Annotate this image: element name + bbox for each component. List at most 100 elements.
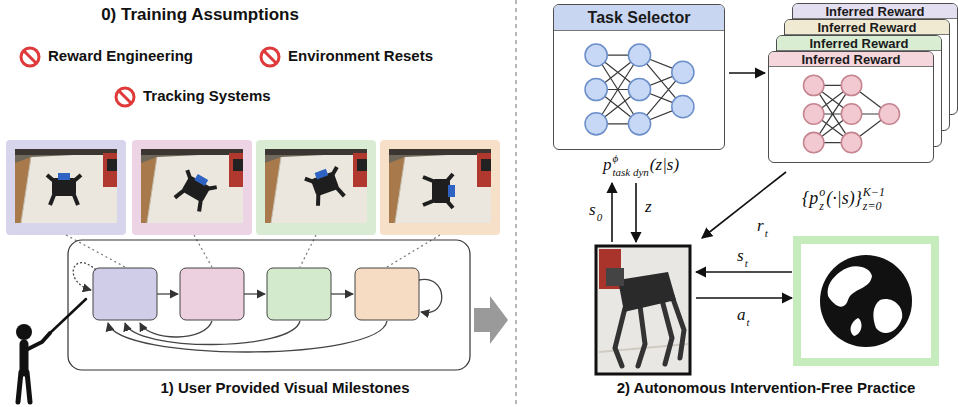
math-slot: t	[745, 244, 748, 269]
network-icon	[769, 67, 933, 162]
milestone-photo	[47, 173, 81, 205]
network-icon	[841, 75, 861, 95]
prohibited-icon	[21, 48, 39, 66]
network-icon	[672, 61, 694, 83]
transition-arrow	[419, 279, 442, 312]
milestone-photo	[141, 149, 243, 223]
robot-photo	[662, 300, 672, 364]
math-symbol: s	[737, 246, 744, 265]
network-icon	[554, 31, 724, 149]
transition-arrow	[140, 321, 212, 337]
math-symbol: r	[757, 216, 764, 235]
environment-icon	[828, 266, 872, 306]
robot-photo	[596, 246, 690, 374]
network-icon	[672, 96, 694, 118]
teacher-figure	[18, 372, 30, 402]
network-icon	[628, 44, 650, 66]
math-symbol: a	[737, 305, 746, 324]
milestone-photo	[389, 149, 491, 223]
milestone-photo	[256, 140, 376, 235]
network-icon	[804, 104, 824, 124]
signal-arrow	[696, 297, 792, 299]
separator	[515, 0, 516, 407]
robot-photo	[672, 296, 684, 358]
math-slot: t	[765, 214, 768, 239]
milestone-photo	[6, 140, 500, 235]
milestone-box	[93, 268, 419, 320]
network-icon	[585, 78, 607, 100]
teacher-figure	[16, 324, 32, 340]
signal-arrow	[702, 172, 786, 238]
prohibited-icon	[261, 48, 279, 66]
prohibited-icon	[21, 48, 279, 106]
environment-icon	[873, 299, 902, 333]
panel-heading: 0) Training Assumptions	[101, 4, 299, 25]
milestone-photo	[265, 149, 367, 223]
math-subscript: t	[765, 228, 768, 239]
network-icon	[769, 67, 933, 162]
math-slot: {p	[802, 189, 818, 209]
milestone-box	[355, 268, 419, 320]
math-slot: K−1z=0	[863, 186, 885, 212]
network-icon	[804, 75, 900, 153]
math-slot: t	[747, 303, 750, 328]
environment-icon	[797, 240, 935, 362]
math-formula: {poz(·|s)}K−1z=0	[802, 186, 886, 212]
math-subscript: z=0	[863, 200, 885, 212]
milestone-photo	[15, 149, 117, 223]
milestone-photo	[380, 140, 500, 235]
environment-icon	[820, 255, 912, 347]
environment-icon	[797, 240, 935, 362]
signal-arrow	[611, 183, 613, 242]
teacher-figure	[26, 333, 50, 350]
box-heading: Inferred Reward	[785, 20, 949, 35]
flow-arrow	[729, 72, 765, 74]
network-icon	[585, 44, 607, 66]
box-heading: Inferred Reward	[793, 4, 957, 19]
math-symbol: p	[603, 155, 612, 174]
prohibited-icon	[264, 51, 276, 63]
math-slot: p	[603, 156, 612, 175]
signal-symbol: z	[645, 198, 652, 217]
math-superscript: o	[819, 186, 825, 198]
network-icon	[879, 104, 899, 124]
panel-heading: 1) User Provided Visual Milestones	[161, 379, 410, 398]
signal-arrow	[696, 271, 792, 273]
milestone-photo	[132, 140, 252, 235]
transition-arrow	[125, 321, 300, 345]
box-heading: Inferred Reward	[769, 52, 933, 67]
assumption-label: Environment Resets	[288, 47, 433, 66]
network-icon	[804, 75, 824, 95]
transition-arrow	[157, 293, 178, 294]
robot-photo	[615, 308, 625, 366]
milestone-box	[180, 268, 244, 320]
math-slot: r	[757, 217, 764, 236]
milestone-photo	[172, 168, 217, 213]
math-slot: oz	[819, 186, 825, 212]
milestone-graph-frame	[68, 240, 470, 370]
math-subscript: z	[819, 200, 825, 212]
network-icon	[585, 44, 694, 135]
robot-photo	[606, 268, 624, 286]
robot-photo	[618, 272, 676, 312]
math-subscript: 0	[597, 212, 603, 223]
math-slot: (·|s)}	[826, 189, 862, 209]
transition-arrow	[331, 293, 353, 294]
robot-photo	[596, 246, 690, 374]
milestone-photo	[304, 165, 347, 207]
assumption-label: Reward Engineering	[48, 47, 193, 66]
network-icon	[585, 113, 607, 135]
task-selector-box: Task Selector	[553, 4, 725, 150]
math-symbol: s	[589, 200, 596, 219]
math-slot: (z|s)	[650, 156, 679, 175]
box-heading: Task Selector	[554, 5, 724, 31]
signal-symbol: st	[737, 244, 749, 269]
math-slot: 0	[597, 198, 603, 223]
math-superscript: K−1	[863, 186, 885, 198]
signal-arrow	[635, 183, 637, 242]
math-formula: pϕtask dyn(z|s)	[603, 153, 679, 178]
box-heading: Inferred Reward	[777, 36, 941, 51]
network-icon	[628, 113, 650, 135]
